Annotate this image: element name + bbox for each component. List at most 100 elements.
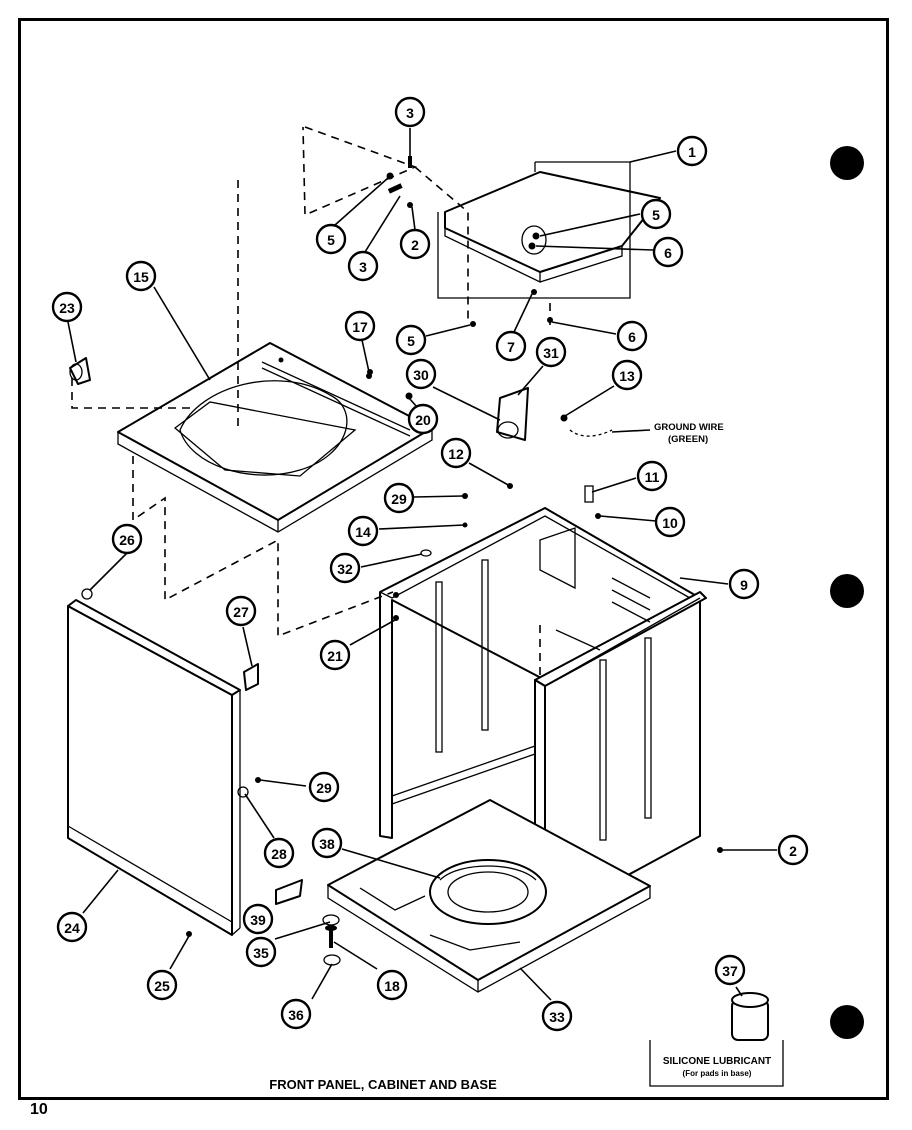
callout-23: 23 [51,291,83,323]
callout-balloon [728,568,760,600]
callout-balloon [495,330,527,362]
callout-balloon [383,482,415,514]
callout-number: 2 [789,843,797,859]
callout-balloon [399,228,431,260]
callout-25: 25 [146,969,178,1001]
callout-balloon [535,336,567,368]
callout-balloon [263,837,295,869]
callout-number: 13 [619,368,635,384]
callout-15: 15 [125,260,157,292]
callout-36: 36 [280,998,312,1030]
ground-wire-label-line2: (GREEN) [668,434,708,445]
lubricant-label-line1: SILICONE LUBRICANT [663,1056,771,1067]
callout-number: 15 [133,269,149,285]
callout-number: 2 [411,237,419,253]
callout-balloon [146,969,178,1001]
callout-balloon [56,911,88,943]
callout-balloon [652,236,684,268]
callout-balloon [242,903,274,935]
callout-number: 21 [327,648,343,664]
callout-number: 9 [740,577,748,593]
callout-number: 24 [64,920,80,936]
callout-11: 11 [636,460,668,492]
callout-number: 33 [549,1009,565,1025]
callout-balloon [654,506,686,538]
callout-number: 1 [688,144,696,160]
callout-7: 7 [495,330,527,362]
callout-number: 39 [250,912,266,928]
callout-31: 31 [535,336,567,368]
callout-26: 26 [111,523,143,555]
callout-24: 24 [56,911,88,943]
callout-balloon [51,291,83,323]
callout-number: 5 [327,232,335,248]
page-number: 10 [30,1101,48,1118]
callout-number: 26 [119,532,135,548]
callout-32: 32 [329,552,361,584]
callout-balloon [319,639,351,671]
callout-balloon [405,358,437,390]
callout-balloon [640,198,672,230]
callout-balloon [676,135,708,167]
callout-number: 6 [628,329,636,345]
callout-29b: 29 [308,771,340,803]
callout-35: 35 [245,936,277,968]
callout-33: 33 [541,1000,573,1032]
callout-balloon [280,998,312,1030]
callout-balloon [245,936,277,968]
callout-10: 10 [654,506,686,538]
callout-balloon [376,969,408,1001]
callout-balloon [315,223,347,255]
callout-balloon [225,595,257,627]
console-cover [437,161,661,299]
callout-1: 1 [676,135,708,167]
diagram-title: FRONT PANEL, CABINET AND BASE [269,1077,497,1092]
callout-number: 23 [59,300,75,316]
cabinet [379,507,707,921]
callout-balloon [440,437,472,469]
callout-balloon [347,515,379,547]
callout-balloon [541,1000,573,1032]
callout-number: 35 [253,945,269,961]
callout-21: 21 [319,639,351,671]
binder-hole-top [830,146,864,180]
callout-balloon [344,310,376,342]
callout-number: 37 [722,963,738,979]
callout-2b: 2 [777,834,809,866]
lubricant-label-line2: (For pads in base) [683,1069,752,1078]
callout-number: 10 [662,515,678,531]
callout-number: 6 [664,245,672,261]
callout-number: 5 [407,333,415,349]
callout-number: 31 [543,345,559,361]
callout-balloon [311,827,343,859]
callout-balloon [714,954,746,986]
callout-20: 20 [407,403,439,435]
callout-30: 30 [405,358,437,390]
callout-balloon [407,403,439,435]
callout-number: 12 [448,446,464,462]
callout-3b: 3 [347,250,379,282]
callout-5a: 5 [640,198,672,230]
callout-number: 25 [154,978,170,994]
callout-balloon [394,96,426,128]
callout-number: 30 [413,367,429,383]
front-panel [67,599,241,936]
callout-number: 20 [415,412,431,428]
callout-13: 13 [611,359,643,391]
callout-number: 3 [359,259,367,275]
callout-balloon [777,834,809,866]
callout-2a: 2 [399,228,431,260]
top-panel [117,342,433,533]
callout-3a: 3 [394,96,426,128]
callout-39: 39 [242,903,274,935]
callout-balloon [329,552,361,584]
callout-number: 32 [337,561,353,577]
callout-number: 5 [652,207,660,223]
callout-6a: 6 [652,236,684,268]
binder-hole-bottom [830,1005,864,1039]
callout-balloon [636,460,668,492]
callout-balloon [125,260,157,292]
callout-number: 7 [507,339,515,355]
